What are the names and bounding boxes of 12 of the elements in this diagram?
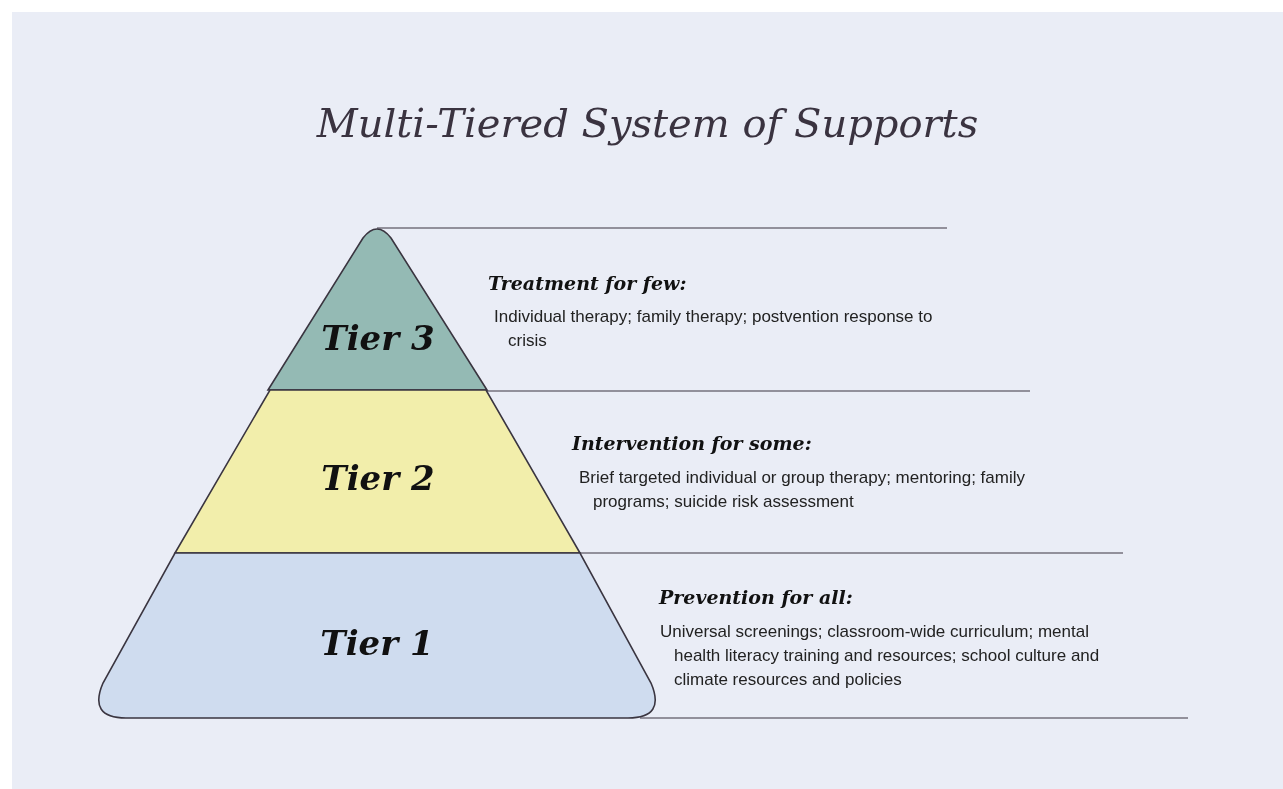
tier-heading: Intervention for some: bbox=[572, 432, 812, 454]
pyramid-tier bbox=[268, 226, 488, 391]
tier-label: Tier 1 bbox=[319, 623, 435, 663]
diagram-title: Multi-Tiered System of Supports bbox=[315, 100, 980, 146]
pyramid-tier bbox=[98, 553, 656, 719]
tier-description: Brief targeted individual or group therapy; mentoring; family programs; suicide risk assessment bbox=[579, 467, 1026, 513]
tier-label: Tier 2 bbox=[320, 458, 436, 498]
tier-label: Tier 3 bbox=[320, 318, 436, 358]
tier-description: Individual therapy; family therapy; postvention response to crisis bbox=[494, 306, 934, 352]
tier-heading: Treatment for few: bbox=[488, 272, 687, 294]
tier-description: Universal screenings; classroom-wide curriculum; mental health literacy training and resources; school culture and climate resources and policies bbox=[660, 621, 1101, 691]
tier-heading: Prevention for all: bbox=[659, 586, 853, 608]
